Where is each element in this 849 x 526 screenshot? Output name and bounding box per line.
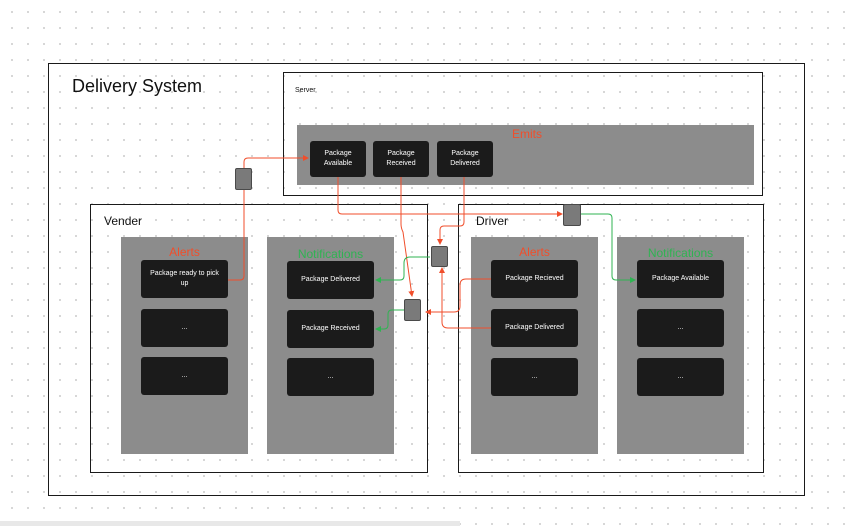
emit-package-received: Package Received [373,141,429,177]
driver-label: Driver [476,214,508,228]
server-label: Server [295,87,316,94]
emits-title: Emits [512,127,542,141]
driver-alerts-title: Alerts [519,245,550,259]
emit-package-available: Package Available [310,141,366,177]
bottom-scrollbar-strip [0,521,460,526]
vender-notification-3: ... [287,358,374,396]
emit-package-delivered: Package Delivered [437,141,493,177]
driver-alert-3: ... [491,358,578,396]
vender-frame [90,204,428,473]
driver-notifications-title: Notifications [647,246,714,260]
diagram-title: Delivery System [72,76,203,96]
connector-delivered [431,246,448,267]
delivery-system-frame [48,63,805,496]
connector-vender-server [235,168,252,190]
vender-notification-1: Package Delivered [287,261,374,299]
vender-alert-2: ... [141,309,228,347]
driver-notification-3: ... [637,358,724,396]
vender-label: Vender [104,214,143,228]
driver-notification-2: ... [637,309,724,347]
vender-alerts-title: Alerts [169,245,200,259]
driver-alert-1: Package Recieved [491,260,578,298]
driver-frame [458,204,764,473]
driver-alert-2: Package Delivered [491,309,578,347]
connector-driver-notification [563,204,581,226]
vender-alert-3: ... [141,357,228,395]
vender-notification-2: Package Received [287,310,374,348]
driver-notification-1: Package Available [637,260,724,298]
vender-notifications-title: Notifications [297,247,364,261]
vender-alert-1: Package ready to pick up [141,260,228,298]
connector-received [404,299,421,321]
